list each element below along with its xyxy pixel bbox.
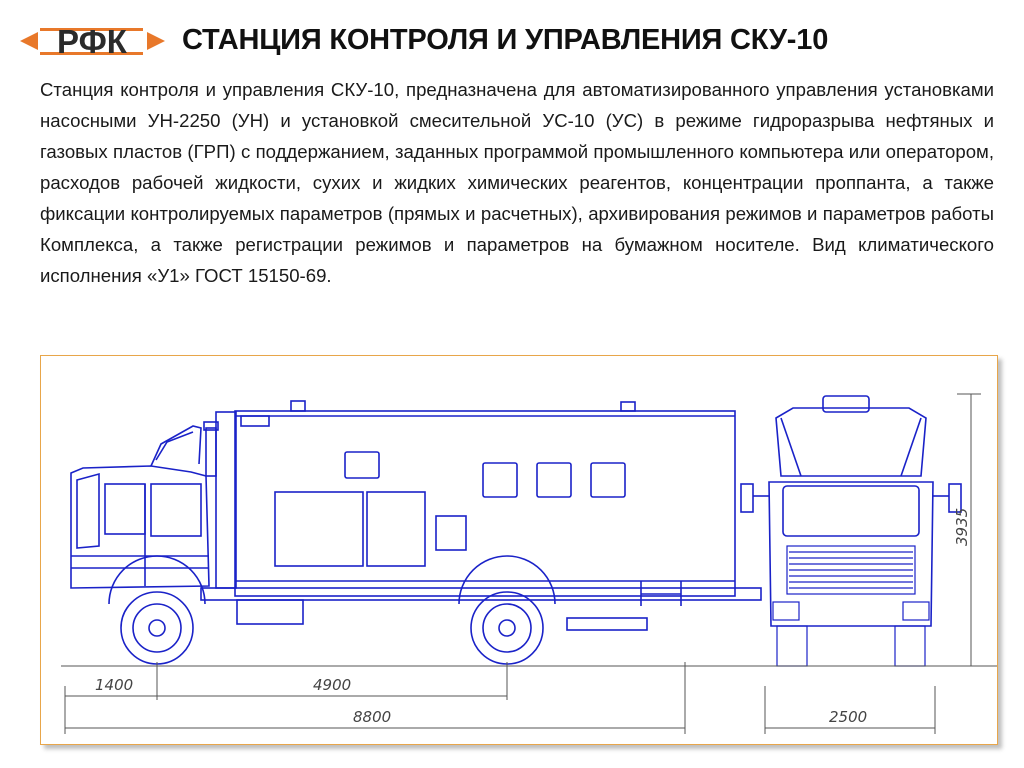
front-grille — [772, 545, 930, 667]
dimension-lines — [61, 393, 997, 734]
dimension-overall-length: 8800 — [353, 708, 391, 726]
truck-technical-drawing: 1400 4900 8800 2500 3935 — [61, 393, 997, 734]
page-title: СТАНЦИЯ КОНТРОЛЯ И УПРАВЛЕНИЯ СКУ-10 — [182, 24, 829, 56]
dimension-wheelbase: 4900 — [313, 676, 351, 694]
rfk-logo: РФК — [20, 23, 165, 60]
dimension-width: 2500 — [829, 708, 867, 726]
dimension-front-overhang: 1400 — [95, 676, 133, 694]
technical-drawing-frame: 1400 4900 8800 2500 3935 — [40, 355, 998, 745]
description-text: Станция контроля и управления СКУ-10, пр… — [40, 79, 994, 286]
logo-text: РФК — [57, 23, 128, 60]
truck-front-view — [740, 395, 962, 627]
dimension-height: 3935 — [953, 508, 971, 546]
truck-side-view — [70, 400, 762, 665]
